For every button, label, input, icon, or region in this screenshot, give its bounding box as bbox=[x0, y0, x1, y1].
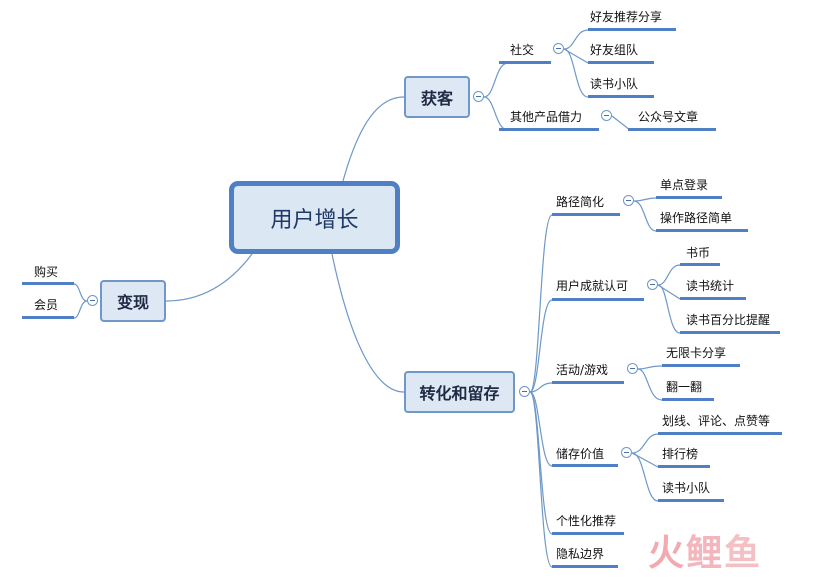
leaf-underline bbox=[658, 499, 724, 502]
leaf-activity-1[interactable]: 无限卡分享 bbox=[666, 346, 727, 360]
watermark-char-3: 鱼 bbox=[724, 533, 763, 574]
leaf-underline bbox=[662, 398, 714, 401]
leaf-achieve-3[interactable]: 读书百分比提醒 bbox=[686, 313, 771, 327]
leaf-underline bbox=[628, 128, 716, 131]
leaf-underline bbox=[680, 263, 720, 266]
leaf-social-2[interactable]: 好友组队 bbox=[590, 43, 639, 57]
topic-convert-label: 转化和留存 bbox=[419, 384, 500, 403]
leaf-underline bbox=[680, 297, 746, 300]
collapse-toggle-path[interactable] bbox=[623, 195, 634, 206]
leaf-social-1[interactable]: 好友推荐分享 bbox=[590, 10, 663, 24]
topic-monetize-label: 变现 bbox=[116, 293, 149, 312]
collapse-toggle-achieve[interactable] bbox=[647, 279, 658, 290]
leaf-underline bbox=[662, 364, 740, 367]
leaf-achieve-2[interactable]: 读书统计 bbox=[686, 279, 735, 293]
collapse-toggle-acquire[interactable] bbox=[473, 91, 484, 102]
leaf-path-2[interactable]: 操作路径简单 bbox=[660, 211, 733, 225]
topic-convert[interactable]: 转化和留存 bbox=[404, 371, 515, 413]
leaf-monetize-2[interactable]: 会员 bbox=[34, 298, 59, 312]
subtopic-personal[interactable]: 个性化推荐 bbox=[556, 514, 617, 528]
subtopic-underline bbox=[552, 213, 620, 216]
leaf-underline bbox=[588, 28, 676, 31]
subtopic-path[interactable]: 路径简化 bbox=[556, 195, 605, 209]
subtopic-underline bbox=[499, 128, 599, 131]
collapse-toggle-monetize[interactable] bbox=[87, 295, 98, 306]
watermark-logo: 火鲤鱼 bbox=[648, 532, 762, 576]
leaf-underline bbox=[658, 432, 782, 435]
leaf-underline bbox=[22, 282, 74, 285]
leaf-achieve-1[interactable]: 书币 bbox=[686, 246, 711, 260]
subtopic-store[interactable]: 储存价值 bbox=[556, 447, 605, 461]
subtopic-underline bbox=[552, 381, 624, 384]
leaf-social-3[interactable]: 读书小队 bbox=[590, 77, 639, 91]
watermark-char-2: 鲤 bbox=[686, 533, 725, 574]
watermark-char-1: 火 bbox=[648, 533, 687, 574]
subtopic-borrow[interactable]: 其他产品借力 bbox=[510, 110, 583, 124]
subtopic-underline bbox=[552, 532, 624, 535]
subtopic-underline bbox=[552, 565, 618, 568]
leaf-underline bbox=[588, 61, 654, 64]
subtopic-activity[interactable]: 活动/游戏 bbox=[556, 363, 609, 377]
topic-acquire[interactable]: 获客 bbox=[404, 76, 470, 118]
collapse-toggle-social[interactable] bbox=[553, 43, 564, 54]
collapse-toggle-store[interactable] bbox=[621, 447, 632, 458]
leaf-monetize-1[interactable]: 购买 bbox=[34, 265, 59, 279]
leaf-path-1[interactable]: 单点登录 bbox=[660, 178, 709, 192]
leaf-store-2[interactable]: 排行榜 bbox=[662, 447, 699, 461]
subtopic-achieve[interactable]: 用户成就认可 bbox=[556, 279, 629, 293]
leaf-underline bbox=[22, 316, 74, 319]
collapse-toggle-convert[interactable] bbox=[519, 386, 530, 397]
collapse-toggle-activity[interactable] bbox=[627, 363, 638, 374]
leaf-underline bbox=[658, 465, 710, 468]
leaf-underline bbox=[680, 331, 780, 334]
subtopic-privacy[interactable]: 隐私边界 bbox=[556, 547, 605, 561]
leaf-underline bbox=[588, 95, 654, 98]
subtopic-underline bbox=[499, 61, 551, 64]
central-topic[interactable]: 用户增长 bbox=[229, 181, 400, 254]
leaf-borrow-1[interactable]: 公众号文章 bbox=[638, 110, 699, 124]
collapse-toggle-borrow[interactable] bbox=[601, 110, 612, 121]
subtopic-social[interactable]: 社交 bbox=[510, 43, 535, 57]
leaf-store-3[interactable]: 读书小队 bbox=[662, 481, 711, 495]
leaf-underline bbox=[656, 196, 722, 199]
leaf-underline bbox=[656, 229, 748, 232]
leaf-activity-2[interactable]: 翻一翻 bbox=[666, 380, 703, 394]
subtopic-underline bbox=[552, 298, 644, 301]
leaf-store-1[interactable]: 划线、评论、点赞等 bbox=[662, 414, 771, 428]
central-topic-label: 用户增长 bbox=[270, 207, 359, 233]
subtopic-underline bbox=[552, 464, 618, 467]
topic-acquire-label: 获客 bbox=[420, 89, 453, 108]
topic-monetize[interactable]: 变现 bbox=[100, 280, 166, 322]
